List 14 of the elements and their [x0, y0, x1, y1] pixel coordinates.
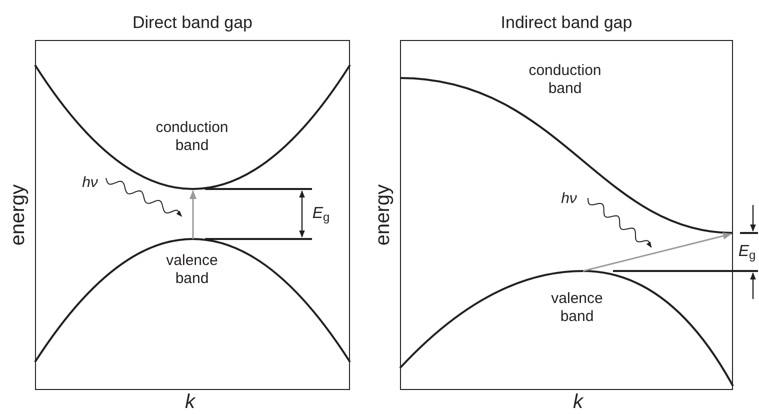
photon-energy-label: hν	[82, 172, 98, 193]
band-label: conduction band	[528, 62, 602, 98]
panel-title: Indirect band gap	[500, 12, 632, 34]
axis-label: energy	[6, 184, 30, 246]
band-gap-label: E$_{g}$	[738, 242, 756, 264]
axis-label: k	[573, 390, 583, 414]
band-label: valence band	[550, 290, 604, 326]
band-gap-label: E$_{g}$	[312, 204, 330, 226]
axis-label: energy	[371, 184, 395, 246]
panel-title: Direct band gap	[132, 12, 253, 34]
band-label: conduction band	[154, 119, 230, 155]
axis-label: k	[185, 390, 195, 414]
photon-energy-label: hν	[561, 188, 577, 209]
band-label: valence band	[165, 252, 219, 288]
